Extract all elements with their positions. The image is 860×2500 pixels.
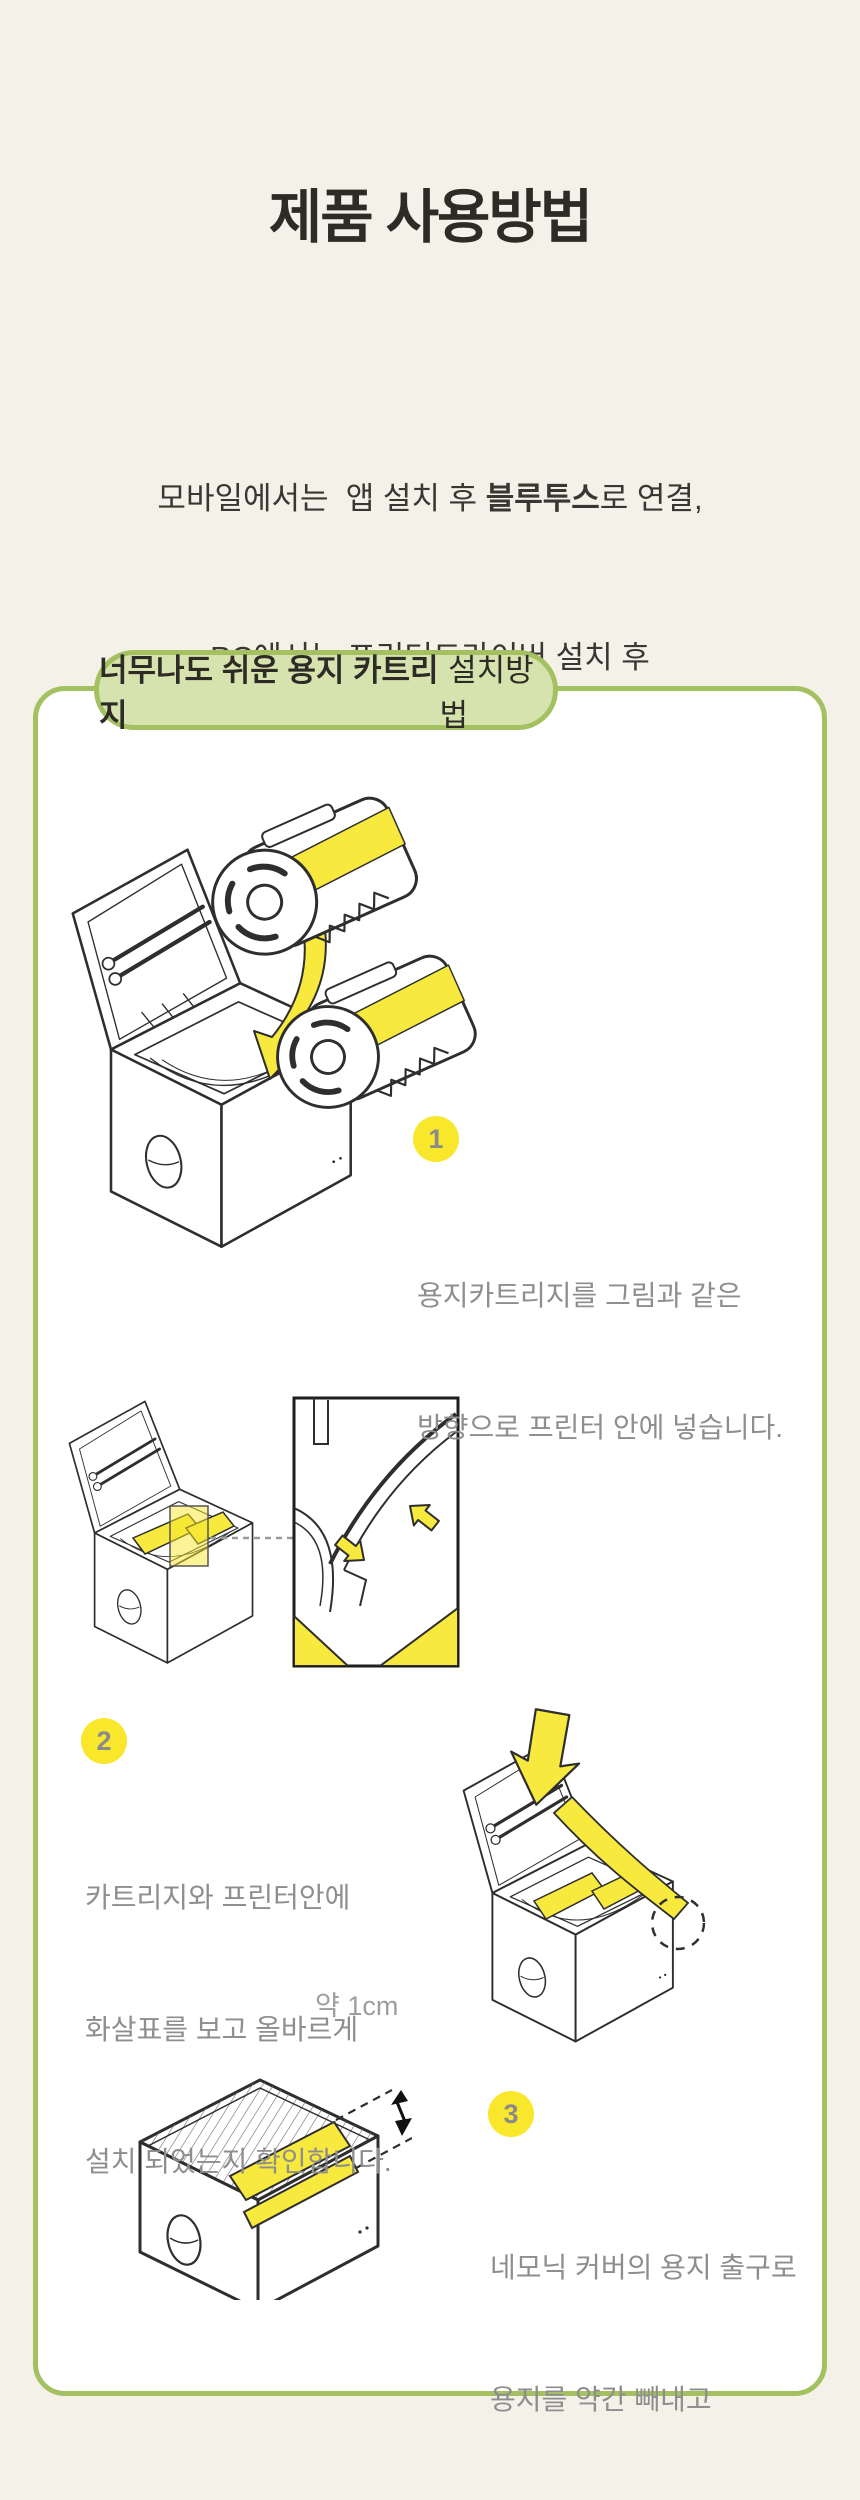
step-1-text: 용지카트리지를 그림과 같은 방향으로 프린터 안에 넣습니다. [417, 1280, 783, 1443]
step-1-badge: 1 [413, 1116, 459, 1162]
bluetooth-keyword: 블루투스 [485, 481, 600, 516]
step-2-badge: 2 [81, 1718, 127, 1764]
step-3-badge: 3 [488, 2091, 534, 2137]
paper-ribbon [552, 1795, 690, 1921]
gap-measure-label: 약 1cm [315, 1991, 399, 2021]
gap-dashed-guides [335, 2089, 412, 2169]
illustration-step3-pull-paper [462, 1708, 706, 2043]
dashed-focus-circle [650, 1895, 706, 1951]
magnified-inset [292, 1396, 460, 1668]
arrow-up-right-icon [334, 1534, 365, 1563]
press-down-arrow-icon [510, 1708, 581, 1806]
illustration-step1-insert-cartridge [71, 775, 490, 1248]
gap-measure-arrow-icon [391, 2090, 412, 2136]
step-3-text: 네모닉 커버의 용지 출구로 용지를 약간 빼내고 커버를 닫아줍니다. [490, 2252, 797, 2415]
paper-strip-on-cover [228, 2120, 352, 2202]
illustration-closed-cover-paper-gap [138, 2078, 412, 2300]
illustration-step2-check-arrows [68, 1396, 460, 1668]
printer-drawing [71, 848, 352, 1248]
arrow-down-left-icon [409, 1503, 440, 1532]
section-heading-bold: 너무나도 쉬운 용지 카트리지 [99, 653, 439, 733]
section-heading-pill: 너무나도 쉬운 용지 카트리지 설치방법 [94, 650, 558, 733]
step-2-text: 카트리지와 프린터안에 화살표를 보고 올바르게 설치 되었는지 확인합니다. [85, 1882, 392, 2177]
intro-line-1: 모바일에서는 앱 설치 후 블루투스로 연결, [157, 481, 703, 516]
paper-strip-in-slot [242, 2154, 360, 2230]
section-heading-normal: 설치방법 [439, 653, 534, 733]
zoom-region-highlight [169, 1505, 209, 1567]
page-title: 제품 사용방법 [268, 185, 593, 250]
